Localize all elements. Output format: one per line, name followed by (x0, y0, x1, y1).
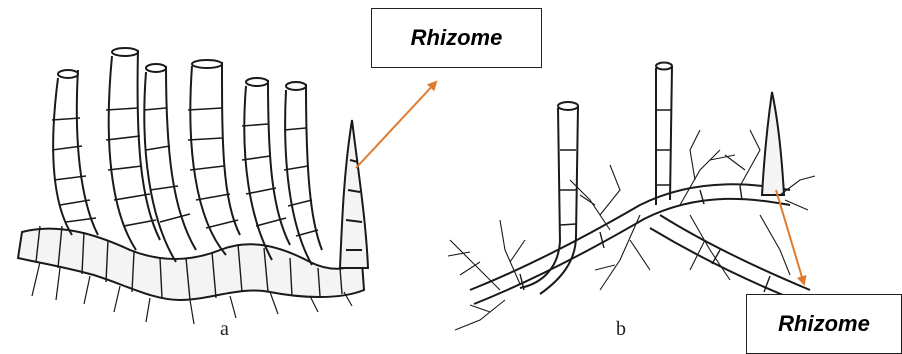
figure-caption-a: a (220, 318, 229, 341)
figure-caption-b: b (616, 318, 626, 341)
figure-b-rhizome-drawing (448, 63, 815, 331)
pointer-arrow-a (356, 82, 436, 168)
rhizome-label-b: Rhizome (746, 294, 902, 354)
figure-a-rhizome-drawing (18, 48, 368, 324)
rhizome-label-a: Rhizome (371, 8, 542, 68)
